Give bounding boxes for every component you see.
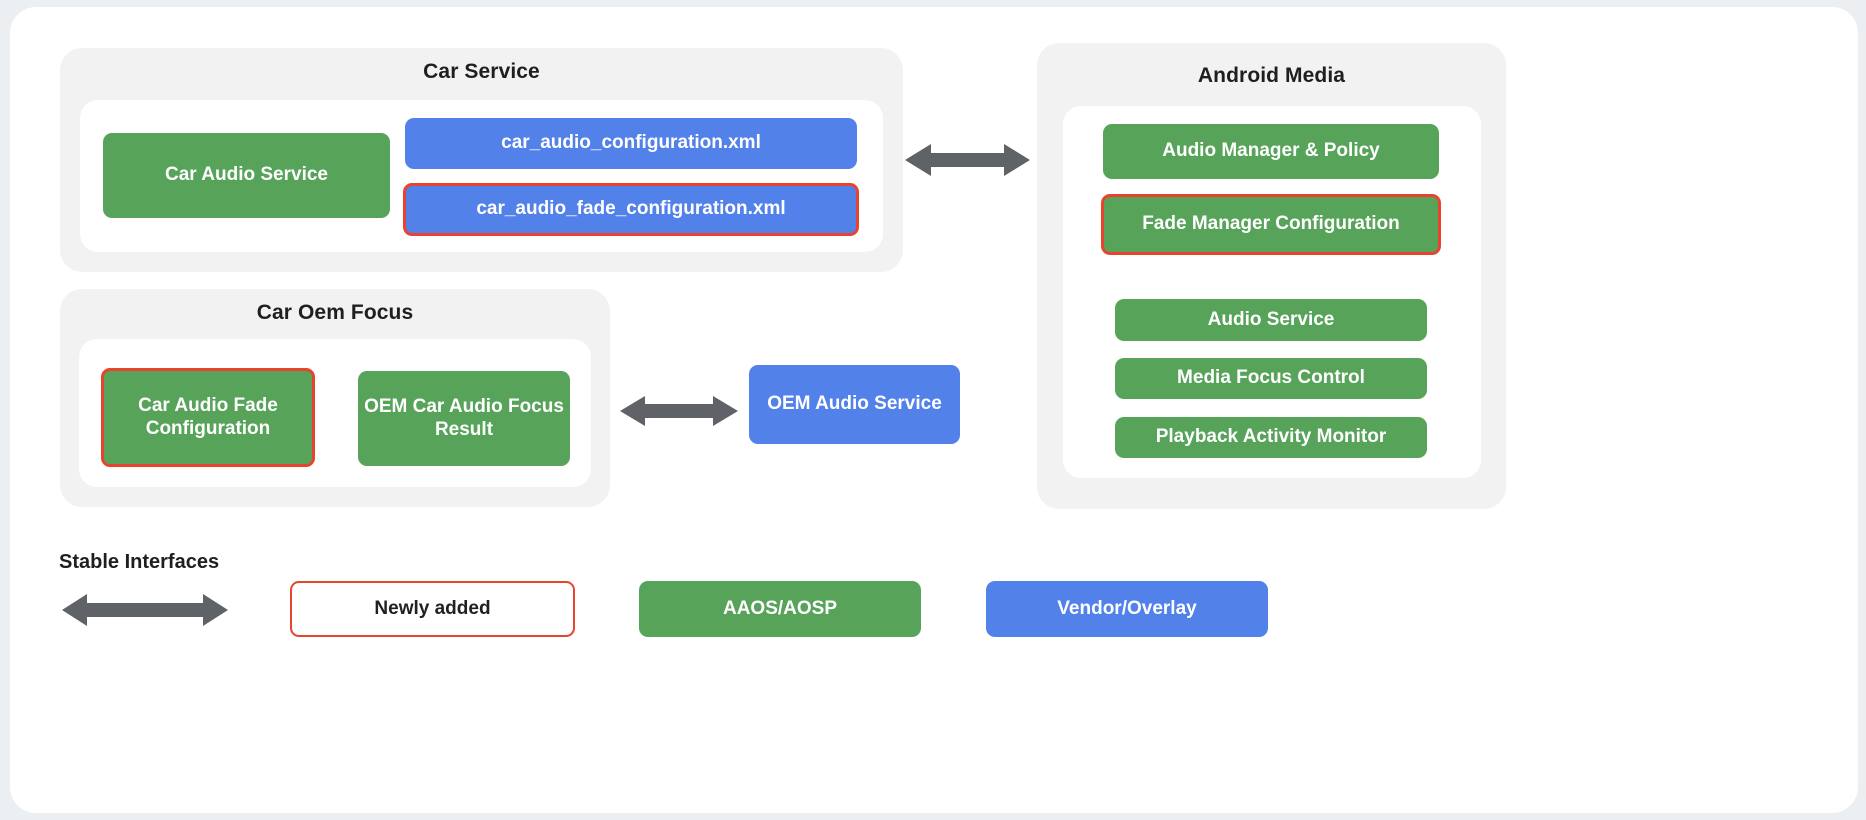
box-audio-service-label: Audio Service bbox=[1207, 308, 1335, 330]
legend-vendor-overlay-label: Vendor/Overlay bbox=[1057, 597, 1197, 619]
legend-vendor-overlay[interactable]: Vendor/Overlay bbox=[986, 581, 1268, 637]
legend-stable-interfaces-label: Stable Interfaces bbox=[59, 551, 220, 573]
box-car-audio-fade-configuration-label: Car Audio Fade Configuration bbox=[138, 395, 278, 439]
box-oem-audio-service[interactable]: OEM Audio Service bbox=[749, 365, 960, 444]
group-android-media-title: Android Media bbox=[1197, 64, 1346, 87]
box-car-audio-fade-configuration-xml-label: car_audio_fade_configuration.xml bbox=[476, 198, 786, 220]
double-arrow-icon bbox=[905, 144, 1030, 176]
box-car-audio-fade-configuration-xml[interactable]: car_audio_fade_configuration.xml bbox=[403, 183, 859, 236]
box-audio-service[interactable]: Audio Service bbox=[1115, 299, 1427, 341]
legend-newly-added[interactable]: Newly added bbox=[290, 581, 575, 637]
box-car-audio-fade-configuration[interactable]: Car Audio Fade Configuration bbox=[101, 368, 315, 467]
group-car-oem-focus-title: Car Oem Focus bbox=[256, 301, 414, 324]
box-audio-manager-policy[interactable]: Audio Manager & Policy bbox=[1103, 124, 1439, 179]
box-oem-car-audio-focus-result-label: OEM Car Audio Focus Result bbox=[364, 396, 564, 440]
group-car-service-title: Car Service bbox=[423, 60, 540, 83]
double-arrow-icon bbox=[62, 594, 228, 626]
legend-newly-added-label: Newly added bbox=[374, 597, 491, 619]
box-audio-manager-policy-label: Audio Manager & Policy bbox=[1162, 140, 1380, 162]
box-car-audio-service[interactable]: Car Audio Service bbox=[103, 133, 390, 218]
box-fade-manager-configuration-label: Fade Manager Configuration bbox=[1142, 213, 1400, 235]
legend-stable-interfaces-arrow bbox=[62, 589, 228, 631]
legend-aaos-aosp[interactable]: AAOS/AOSP bbox=[639, 581, 921, 637]
box-media-focus-control[interactable]: Media Focus Control bbox=[1115, 358, 1427, 399]
box-car-audio-configuration-xml[interactable]: car_audio_configuration.xml bbox=[405, 118, 857, 169]
box-playback-activity-monitor[interactable]: Playback Activity Monitor bbox=[1115, 417, 1427, 458]
box-car-audio-configuration-xml-label: car_audio_configuration.xml bbox=[501, 132, 761, 154]
arrow-car-service-to-android-media bbox=[905, 138, 1030, 182]
box-fade-manager-configuration[interactable]: Fade Manager Configuration bbox=[1101, 194, 1441, 255]
box-playback-activity-monitor-label: Playback Activity Monitor bbox=[1155, 426, 1387, 448]
double-arrow-icon bbox=[620, 396, 738, 426]
box-media-focus-control-label: Media Focus Control bbox=[1177, 367, 1365, 389]
box-car-audio-service-label: Car Audio Service bbox=[165, 164, 328, 186]
arrow-car-oem-focus-to-oem-audio-service bbox=[620, 390, 738, 432]
box-oem-audio-service-label: OEM Audio Service bbox=[767, 393, 942, 415]
legend-aaos-aosp-label: AAOS/AOSP bbox=[722, 597, 838, 619]
box-oem-car-audio-focus-result[interactable]: OEM Car Audio Focus Result bbox=[358, 371, 570, 466]
